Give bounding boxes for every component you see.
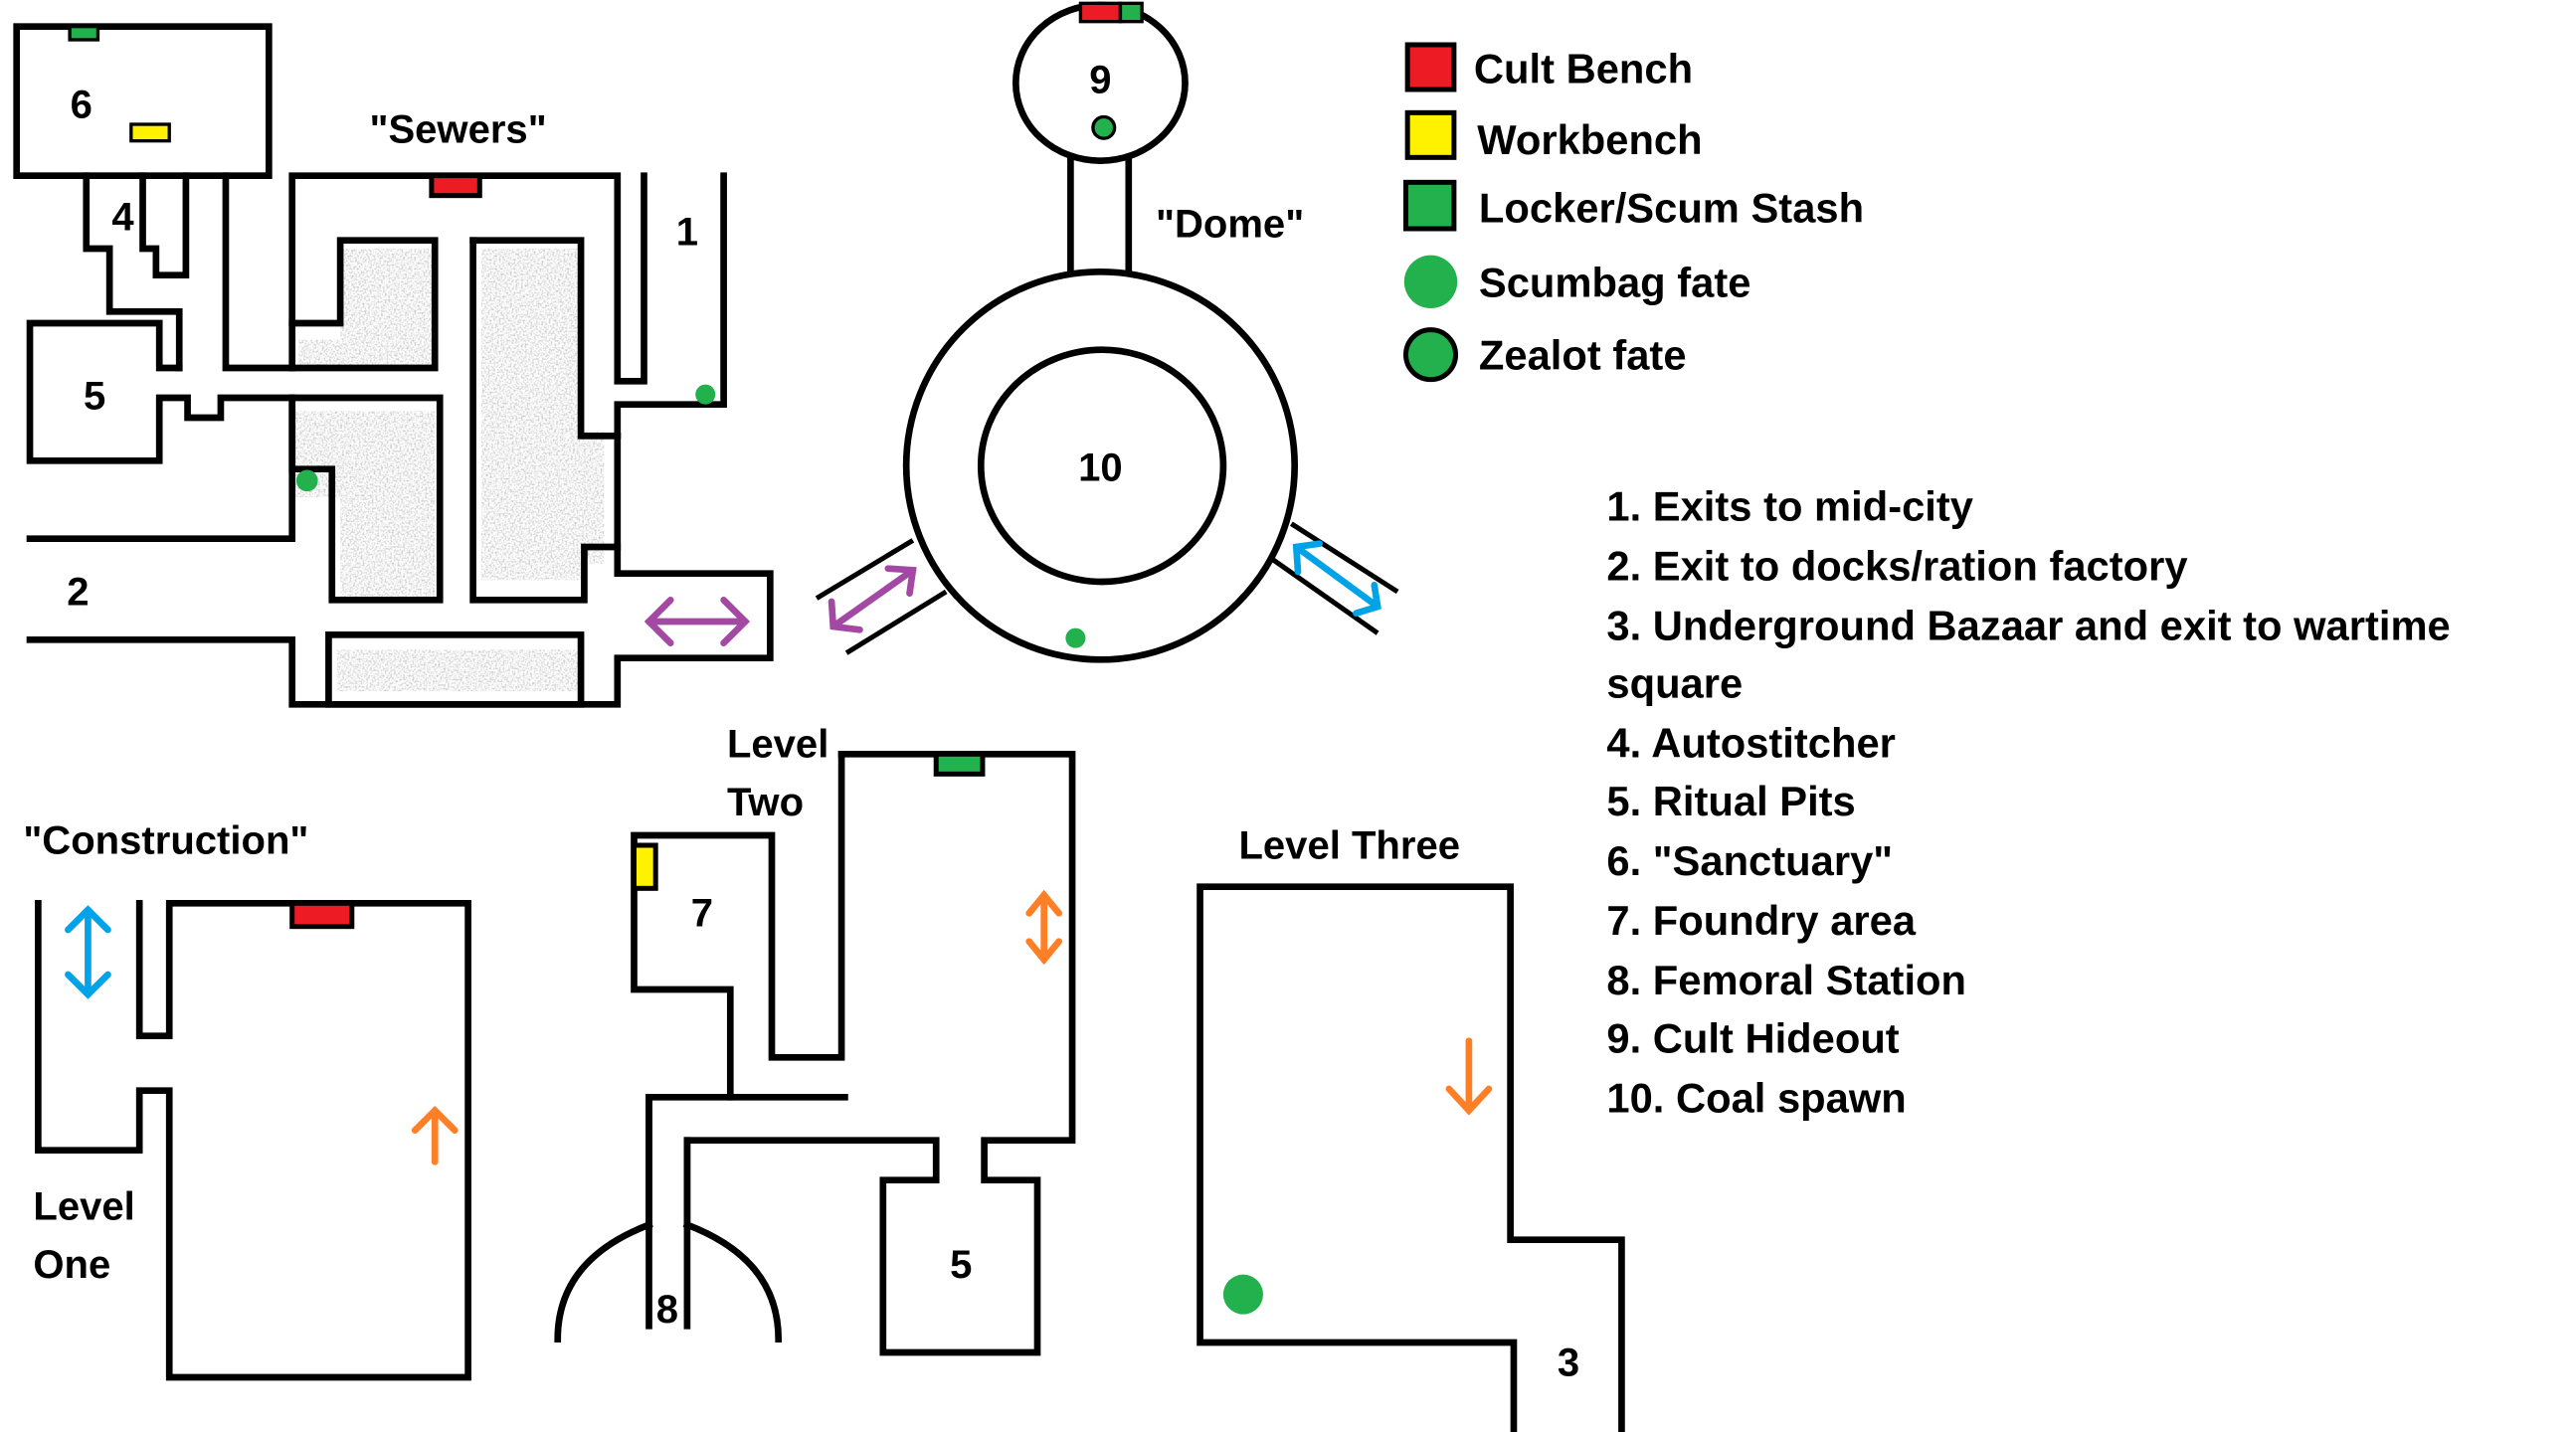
level-two: 7 8 5 Level Two: [554, 723, 1076, 1356]
dome-section: 9 10 "Dome": [815, 1, 1399, 663]
area-label-dome: "Dome": [1156, 202, 1304, 246]
legend: Cult Bench Workbench Locker/Scum Stash S…: [1402, 42, 1864, 383]
level-two-label: Level: [727, 723, 828, 767]
key-item: 2. Exit to docks/ration factory: [1606, 542, 2187, 589]
level-three-label: Level Three: [1238, 823, 1460, 867]
key-item: 4. Autostitcher: [1606, 720, 1895, 767]
level-one-label: One: [33, 1243, 110, 1287]
room-number: 5: [84, 375, 105, 419]
room-number: 3: [1558, 1341, 1579, 1384]
two-way-arrow-icon: [644, 597, 751, 647]
room-number: 4: [111, 196, 134, 240]
legend-label: Cult Bench: [1474, 45, 1693, 91]
room-number: 8: [656, 1288, 678, 1332]
sewers-section: 6 4 5 2 1 "Sewers": [13, 23, 774, 708]
scumbag-fate-icon: [1065, 627, 1086, 648]
key-item: 9. Cult Hideout: [1606, 1014, 1899, 1061]
area-label-sewers: "Sewers": [369, 107, 546, 151]
up-arrow-icon: [411, 1105, 459, 1165]
scumbag-fate-icon: [695, 384, 716, 405]
cult-bench-legend-icon: [1404, 42, 1457, 92]
scumbag-fate-icon: [295, 469, 318, 492]
room-6-outline: [13, 23, 273, 179]
construction-level-one: "Construction" Level One: [23, 818, 471, 1381]
scumbag-fate-icon: [1222, 1274, 1263, 1315]
room-number: 6: [71, 83, 92, 126]
locker-icon: [1118, 1, 1144, 24]
room-10-outer: [902, 268, 1299, 663]
workbench-icon: [129, 122, 171, 143]
workbench-icon: [631, 842, 658, 891]
key-item: 8. Femoral Station: [1606, 957, 1966, 1003]
two-way-arrow-icon: [65, 905, 111, 999]
down-arrow-icon: [1445, 1037, 1493, 1116]
locker-icon: [68, 25, 100, 42]
room-10-inner: [977, 346, 1227, 586]
room-number: 7: [691, 892, 713, 936]
two-way-arrow-icon: [828, 565, 917, 633]
room-number: 10: [1078, 446, 1123, 489]
room-number: 5: [950, 1243, 972, 1287]
key-list: 1. Exits to mid-city 2. Exit to docks/ra…: [1606, 482, 2450, 1121]
legend-label: Workbench: [1477, 116, 1702, 163]
key-item: 10. Coal spawn: [1606, 1074, 1906, 1121]
two-way-arrow-icon: [1025, 889, 1063, 966]
key-item: 7. Foundry area: [1606, 897, 1916, 944]
level-one-label: Level: [33, 1185, 134, 1229]
level-two-label: Two: [727, 781, 804, 824]
key-item: square: [1606, 660, 1743, 707]
legend-label: Locker/Scum Stash: [1479, 184, 1864, 231]
key-item: 3. Underground Bazaar and exit to wartim…: [1606, 602, 2450, 648]
room-number: 1: [676, 211, 698, 255]
locker-legend-icon: [1402, 179, 1457, 232]
room-number: 9: [1089, 58, 1111, 101]
locker-icon: [933, 751, 986, 777]
room-number: 2: [67, 570, 89, 614]
cult-bench-icon: [1078, 1, 1123, 24]
legend-label: Scumbag fate: [1479, 259, 1751, 305]
zealot-fate-icon: [1091, 114, 1117, 140]
scumbag-fate-legend-icon: [1403, 255, 1458, 308]
key-item: 5. Ritual Pits: [1606, 778, 1855, 824]
key-item: 1. Exits to mid-city: [1606, 482, 1973, 529]
zealot-fate-legend-icon: [1402, 327, 1459, 383]
key-item: 6. "Sanctuary": [1606, 837, 1893, 884]
level-three: Level Three 3: [1196, 823, 1625, 1432]
cult-bench-icon: [289, 900, 355, 930]
two-way-arrow-icon: [1292, 540, 1381, 618]
area-label-construction: "Construction": [23, 818, 308, 862]
cult-bench-icon: [429, 173, 482, 199]
legend-label: Zealot fate: [1479, 332, 1687, 379]
rubble: [295, 249, 605, 691]
workbench-legend-icon: [1404, 109, 1457, 160]
